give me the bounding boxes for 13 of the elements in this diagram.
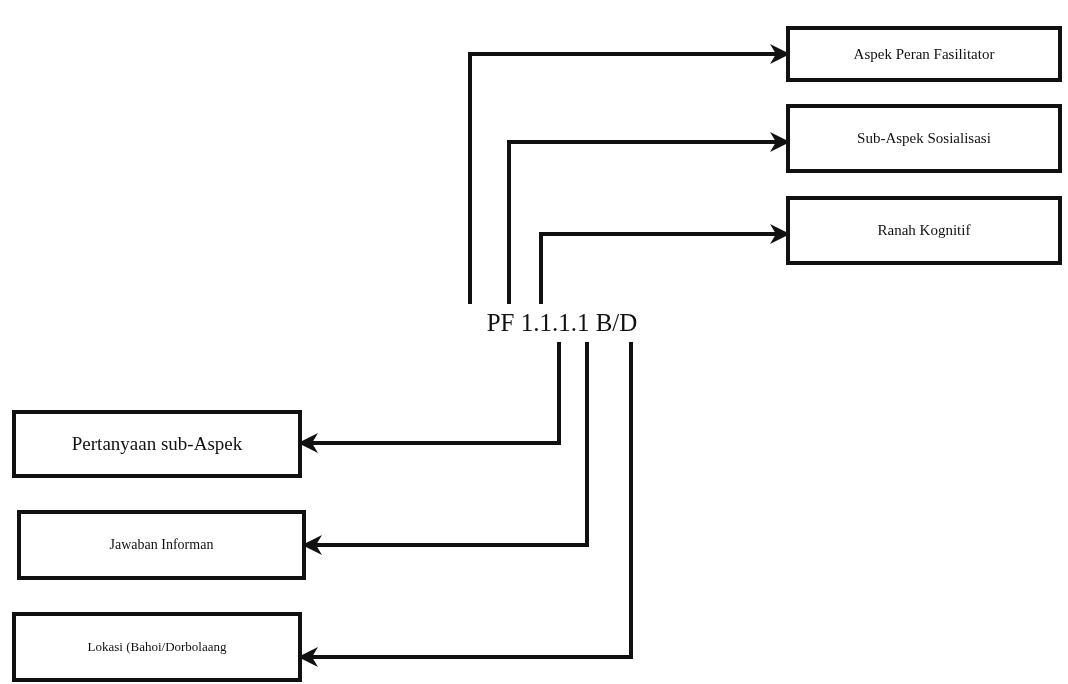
box-label: Pertanyaan sub-Aspek <box>71 433 243 455</box>
label-box <box>786 26 1062 82</box>
label-box <box>17 510 306 580</box>
code-label: PF 1.1.1.1 B/D <box>486 309 638 337</box>
label-box <box>786 196 1062 265</box>
box-label: Lokasi (Bahoi/Dorbolaang <box>87 639 227 655</box>
label-box <box>786 104 1062 173</box>
label-box <box>12 612 302 682</box>
box-label: Aspek Peran Fasilitator <box>853 45 995 63</box>
label-box <box>12 410 302 478</box>
box-label: Sub-Aspek Sosialisasi <box>857 130 991 147</box>
box-label: Ranah Kognitif <box>877 222 971 239</box>
box-label: Jawaban Informan <box>109 537 214 553</box>
